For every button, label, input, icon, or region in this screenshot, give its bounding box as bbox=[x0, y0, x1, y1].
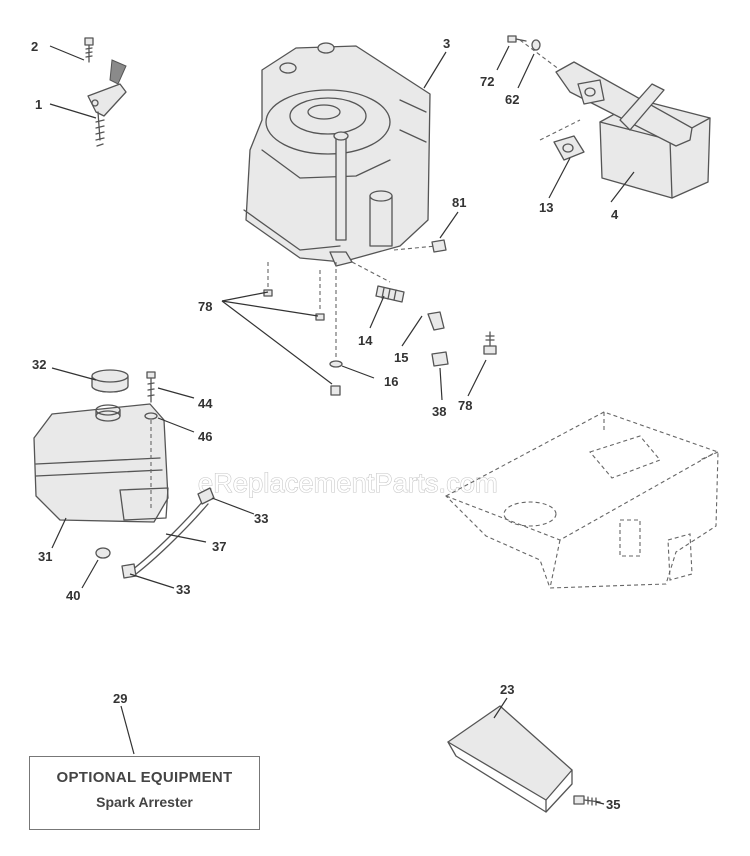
mount-line bbox=[351, 261, 391, 283]
callout-72: 72 bbox=[480, 74, 494, 89]
heat-shield-part bbox=[447, 705, 573, 813]
bushing-part bbox=[95, 547, 111, 559]
drain-part bbox=[431, 239, 447, 253]
callout-3: 3 bbox=[443, 36, 450, 51]
exhaust-washer-part bbox=[531, 39, 541, 51]
engine-bolt-part bbox=[263, 289, 341, 396]
callout-44: 44 bbox=[198, 396, 213, 411]
callout-4: 4 bbox=[611, 207, 619, 222]
watermark-text: eReplacementParts.com bbox=[198, 468, 498, 498]
callout-40: 40 bbox=[66, 588, 80, 603]
callout-78b: 78 bbox=[458, 398, 472, 413]
mount-line bbox=[519, 39, 581, 141]
tank-screw-part bbox=[146, 371, 156, 403]
fitting-part bbox=[375, 285, 405, 303]
mount-line bbox=[393, 245, 437, 251]
callouts: 2 1 3 72 62 13 4 81 78 14 15 16 38 78 32… bbox=[31, 36, 620, 812]
callout-46: 46 bbox=[198, 429, 212, 444]
callout-33b: 33 bbox=[176, 582, 190, 597]
shield-screw-part bbox=[573, 795, 601, 806]
tank-washer-part bbox=[144, 412, 158, 420]
muffler-part bbox=[555, 61, 711, 199]
callout-2: 2 bbox=[31, 39, 38, 54]
optional-equipment-title: OPTIONAL EQUIPMENT bbox=[56, 769, 233, 786]
fuel-cap-part bbox=[91, 369, 129, 393]
callout-13: 13 bbox=[539, 200, 553, 215]
elbow-part bbox=[427, 311, 445, 331]
throttle-control-part bbox=[87, 59, 127, 147]
callout-23: 23 bbox=[500, 682, 514, 697]
callout-81: 81 bbox=[452, 195, 466, 210]
callout-62: 62 bbox=[505, 92, 519, 107]
callout-32: 32 bbox=[32, 357, 46, 372]
callout-1: 1 bbox=[35, 97, 42, 112]
exhaust-bolt-part bbox=[507, 35, 527, 43]
nut-part bbox=[431, 351, 449, 367]
callout-14: 14 bbox=[358, 333, 373, 348]
callout-78a: 78 bbox=[198, 299, 212, 314]
fuel-tank-part bbox=[33, 403, 169, 523]
callout-37: 37 bbox=[212, 539, 226, 554]
callout-15: 15 bbox=[394, 350, 408, 365]
spark-arrester-label: Spark Arrester bbox=[96, 794, 193, 810]
bolt-part bbox=[483, 331, 497, 355]
callout-31: 31 bbox=[38, 549, 52, 564]
fuel-line-part bbox=[131, 499, 205, 571]
frame-part bbox=[445, 411, 719, 589]
callout-16: 16 bbox=[384, 374, 398, 389]
engine-part bbox=[243, 42, 431, 267]
leader-lines bbox=[49, 45, 635, 805]
washer-part bbox=[329, 360, 343, 368]
optional-equipment-box: OPTIONAL EQUIPMENT Spark Arrester bbox=[29, 756, 260, 830]
callout-33a: 33 bbox=[254, 511, 268, 526]
callout-35: 35 bbox=[606, 797, 620, 812]
callout-29: 29 bbox=[113, 691, 127, 706]
screw-part bbox=[84, 37, 94, 63]
callout-38: 38 bbox=[432, 404, 446, 419]
gasket-part bbox=[553, 135, 585, 161]
